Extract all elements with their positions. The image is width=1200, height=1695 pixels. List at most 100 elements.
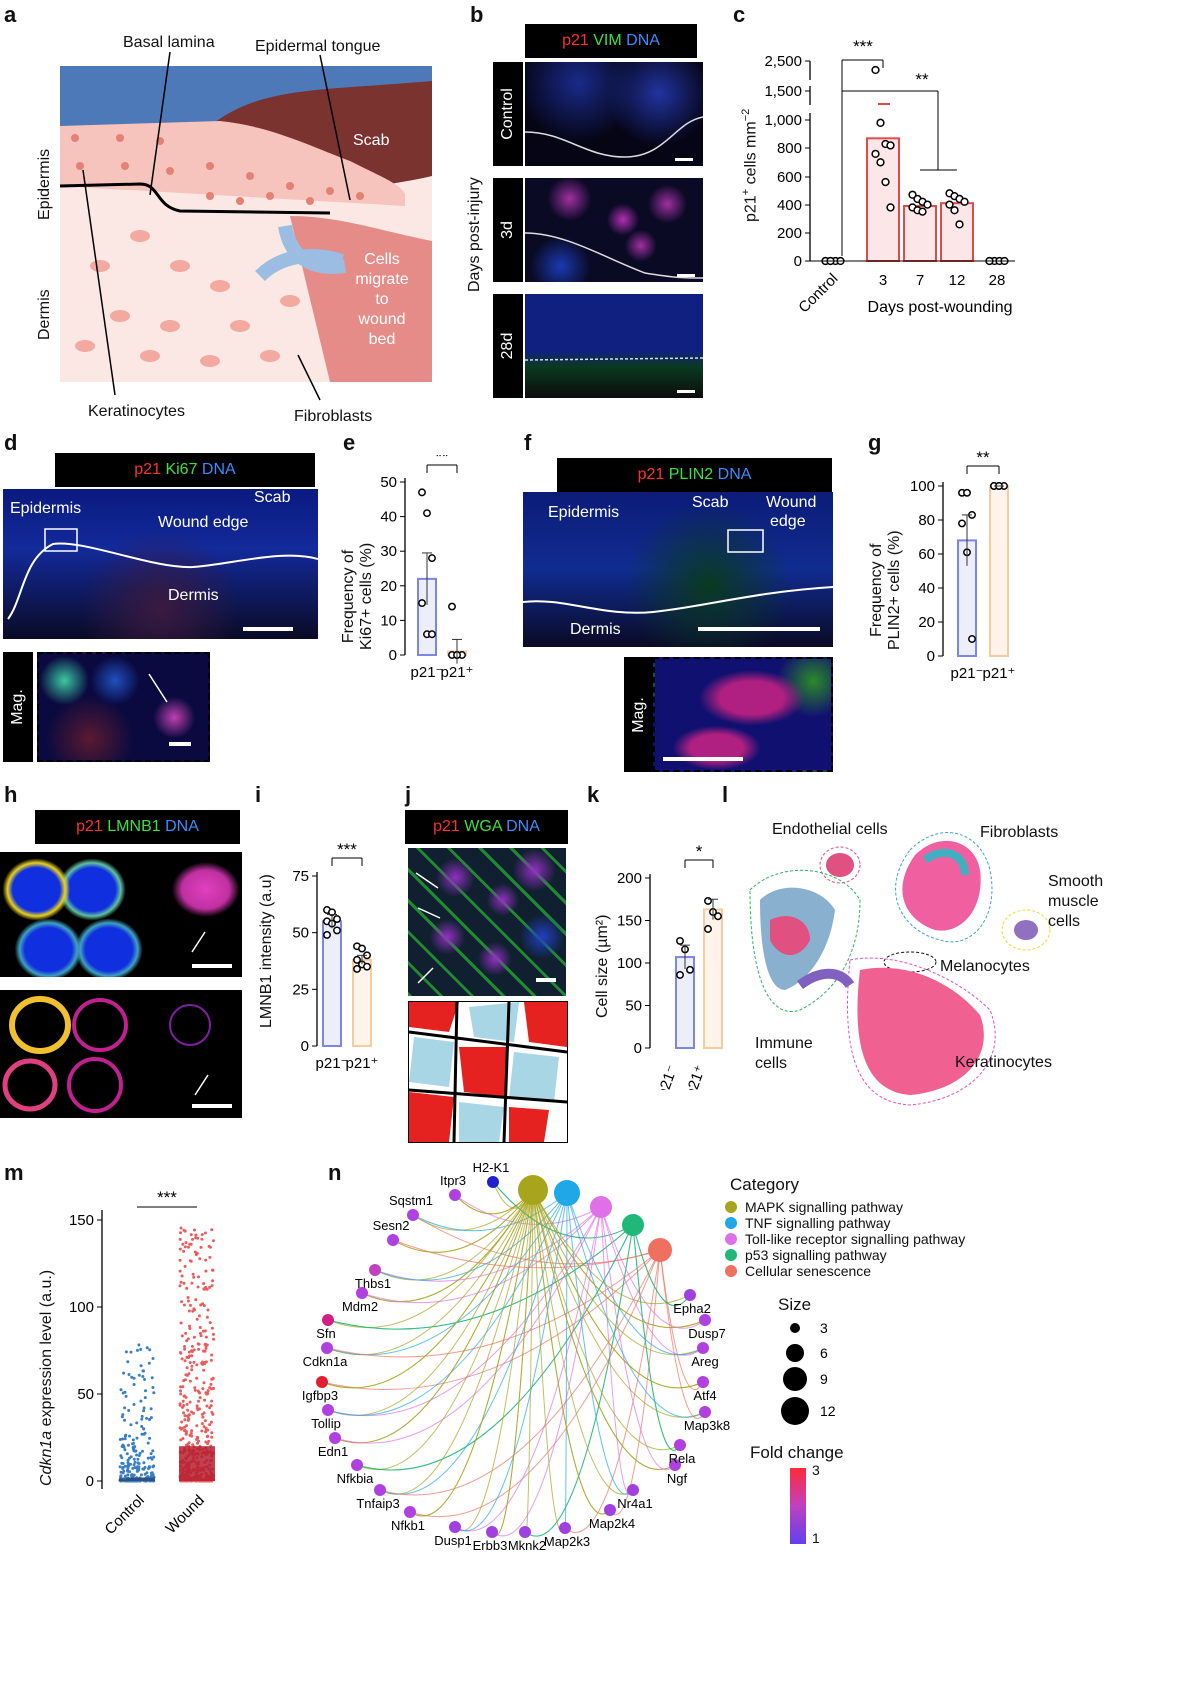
n-legend-title: Category [730, 1175, 799, 1194]
b-header-p21: p21 [562, 32, 589, 49]
y-tick-label: 20 [918, 614, 935, 631]
panel-b-row-3d-label: 3d [493, 178, 523, 282]
n-legend-item: Cellular senescence [725, 1263, 871, 1279]
data-point [205, 1435, 209, 1439]
data-point [186, 1414, 190, 1418]
gene-node-nfkbia [351, 1459, 363, 1471]
data-point [204, 1335, 208, 1339]
data-point [132, 1463, 136, 1467]
gene-label-mdm2: Mdm2 [342, 1299, 378, 1314]
x-tick-label: 7 [916, 272, 924, 289]
data-point [140, 1425, 144, 1428]
label-wound-edge-d: Wound edge [158, 514, 249, 531]
n-fold-title: Fold change [750, 1443, 844, 1462]
network-edge [454, 1206, 602, 1532]
data-point [180, 1334, 184, 1338]
gene-node-dusp1 [449, 1521, 461, 1533]
network-edge [532, 1189, 704, 1389]
y-tick-label: 75 [292, 868, 309, 885]
data-point [958, 519, 966, 528]
data-point [132, 1457, 136, 1461]
data-point [152, 1455, 156, 1459]
data-point [194, 1233, 198, 1237]
data-point [122, 1371, 126, 1375]
data-point [135, 1421, 139, 1425]
data-point [195, 1251, 199, 1255]
x-tick-label: Control [102, 1492, 148, 1538]
data-point [188, 1400, 192, 1404]
gene-node-tollip [322, 1404, 334, 1416]
bar-1 [989, 485, 1009, 657]
size-legend-circle [786, 1344, 804, 1362]
data-point [132, 1441, 135, 1445]
data-point [182, 1303, 186, 1307]
data-point [203, 1231, 207, 1235]
data-point [676, 936, 684, 945]
x-tick-label: p21⁻ [654, 1063, 681, 1090]
data-point [207, 1244, 211, 1248]
data-point [195, 1363, 199, 1367]
gene-node-rela [674, 1439, 686, 1451]
data-point [197, 1314, 201, 1318]
n-size-title: Size [778, 1295, 812, 1314]
data-point [142, 1467, 146, 1471]
data-point [179, 1351, 182, 1354]
data-point [190, 1364, 194, 1368]
data-point [147, 1465, 151, 1469]
gene-node-map2k3 [559, 1522, 571, 1534]
data-point [182, 1379, 186, 1383]
data-point [192, 1411, 195, 1415]
gene-label-dusp1: Dusp1 [434, 1533, 472, 1548]
data-point [968, 635, 976, 643]
panel-b-ylabel: Days post-injury [466, 177, 483, 292]
data-point [188, 1361, 192, 1365]
data-point [202, 1381, 206, 1385]
network-edge [392, 1239, 661, 1269]
data-point [121, 1471, 125, 1475]
data-point [204, 1258, 208, 1262]
data-point [197, 1347, 201, 1351]
data-point [204, 1430, 208, 1434]
data-point [185, 1402, 189, 1406]
data-point [211, 1279, 215, 1283]
data-point [186, 1408, 190, 1412]
network-edge [532, 1189, 704, 1356]
data-point [125, 1452, 129, 1456]
gene-label-areg: Areg [691, 1354, 718, 1369]
x-tick-label: p21⁻ [411, 664, 444, 681]
data-point [210, 1410, 214, 1414]
network-edge [524, 1189, 534, 1537]
data-point [704, 897, 712, 905]
data-point [135, 1469, 139, 1473]
data-point [950, 206, 959, 215]
data-point [182, 1411, 186, 1415]
gene-label-rela: Rela [669, 1451, 697, 1466]
y-tick-label: 0 [794, 253, 802, 270]
data-point [148, 1418, 151, 1421]
x-tick-label: 28 [989, 272, 1006, 289]
data-point [121, 1437, 125, 1441]
data-point [149, 1407, 153, 1411]
gene-label-sesn2: Sesn2 [373, 1218, 410, 1233]
data-point [195, 1404, 199, 1408]
data-point [428, 630, 436, 639]
data-point [127, 1373, 131, 1376]
y-tick-label: 40 [918, 580, 935, 597]
data-point [193, 1386, 197, 1390]
panel-label-b: b [470, 2, 484, 27]
category-hub-2 [590, 1196, 612, 1218]
panel-i-ylabel: LMNB1 intensity (a.u) [258, 874, 275, 1028]
data-point [963, 488, 971, 497]
panel-b-row-28d-label: 28d [493, 294, 523, 398]
data-point [871, 65, 880, 75]
n-legend-label: TNF signalling pathway [745, 1215, 891, 1231]
data-point [145, 1471, 149, 1475]
gene-label-cdkn1a: Cdkn1a [303, 1354, 349, 1369]
data-point [199, 1245, 203, 1249]
gene-node-map2k4 [604, 1504, 616, 1516]
gene-node-nr4a1 [627, 1484, 639, 1496]
panel-k-ylabel: Cell size (µm²) [594, 914, 611, 1018]
data-point [955, 220, 964, 229]
data-point [179, 1392, 183, 1396]
